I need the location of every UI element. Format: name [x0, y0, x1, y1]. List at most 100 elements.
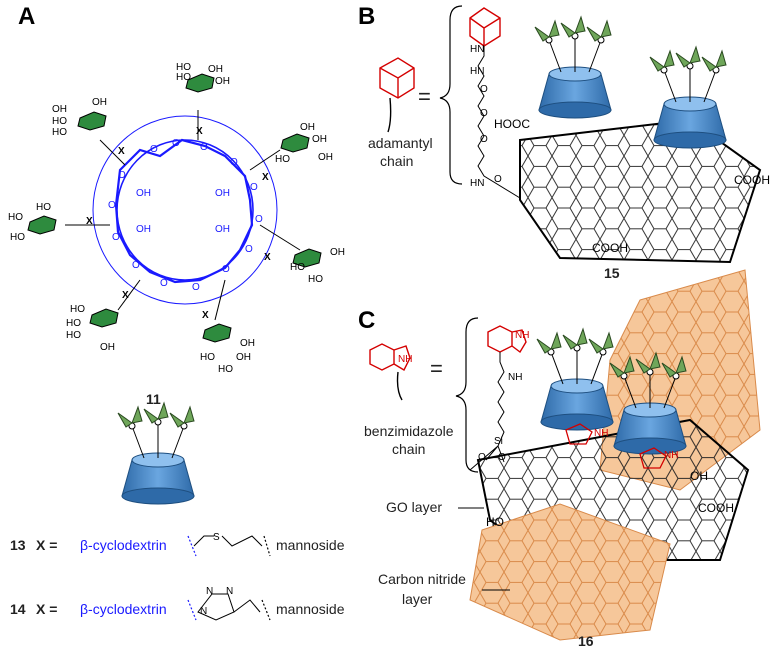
o-label: O — [478, 452, 486, 463]
svg-text:OH: OH — [318, 152, 333, 163]
mannose-unit — [202, 323, 232, 343]
o-label: O — [480, 84, 488, 95]
svg-text:OH: OH — [92, 97, 107, 108]
linker-x: X — [196, 126, 203, 137]
equals-sign: = — [430, 356, 443, 381]
svg-text:OH: OH — [52, 104, 67, 115]
svg-text:HO: HO — [36, 202, 51, 213]
cooh-group: COOH — [734, 173, 770, 187]
svg-text:OH: OH — [208, 64, 223, 75]
ho-group: HO — [486, 515, 504, 529]
linker-x: X — [118, 146, 125, 157]
si-label: Si — [494, 436, 503, 447]
svg-text:O: O — [222, 264, 230, 275]
svg-text:HO: HO — [176, 72, 191, 83]
svg-text:OH: OH — [312, 134, 327, 145]
compound-label-15: 15 — [604, 265, 620, 281]
cyclodextrin-text: β-cyclodextrin — [80, 601, 167, 617]
o-label: O — [480, 108, 488, 119]
svg-text:OH: OH — [136, 224, 151, 235]
carbon-nitride-label-line2: layer — [402, 591, 433, 607]
svg-text:O: O — [108, 200, 116, 211]
linker-x: X — [122, 290, 129, 301]
svg-text:HO: HO — [290, 262, 305, 273]
svg-text:O: O — [118, 170, 126, 181]
triazole-n: N — [226, 586, 233, 597]
svg-text:O: O — [160, 278, 168, 289]
linker-x: X — [264, 252, 271, 263]
svg-text:HO: HO — [52, 116, 67, 127]
nh-label: NH — [398, 354, 412, 365]
panel-letter-a: A — [18, 3, 35, 30]
panel-letter-c: C — [358, 307, 375, 334]
triazole-n: N — [200, 606, 207, 617]
svg-text:OH: OH — [215, 76, 230, 87]
svg-text:HO: HO — [218, 364, 233, 375]
carbon-nitride-label-line1: Carbon nitride — [378, 571, 466, 587]
triazole-n: N — [206, 586, 213, 597]
svg-text:HO: HO — [200, 352, 215, 363]
chain-label-line2: chain — [380, 153, 413, 169]
row-number: 13 — [10, 537, 26, 553]
panel-b: B = adamantyl chain HN HN O O O HN O HOO… — [358, 3, 770, 281]
svg-text:HO: HO — [275, 154, 290, 165]
svg-text:O: O — [150, 144, 158, 155]
brace — [439, 5, 463, 185]
compound-label-16: 16 — [578, 633, 594, 649]
svg-text:HO: HO — [52, 127, 67, 138]
benzimidazole-icon — [369, 343, 411, 401]
mannoside-text: mannoside — [276, 601, 345, 617]
panel-letter-b: B — [358, 3, 375, 30]
svg-text:O: O — [132, 260, 140, 271]
mannose-unit — [27, 215, 57, 235]
compound-label-11: 11 — [146, 391, 161, 407]
hooc-group: HOOC — [494, 117, 530, 131]
nh-label: HN — [470, 66, 484, 77]
cyclodextrin-cone-icon — [118, 403, 194, 504]
benzimidazole-chain: NH Si O O — [469, 325, 527, 471]
adamantane-icon — [379, 57, 415, 133]
mannose-unit — [280, 133, 310, 153]
linker-x: X — [262, 172, 269, 183]
linker-x-labels: X X X X X X X — [86, 126, 271, 321]
row-x-label: X = — [36, 537, 57, 553]
svg-text:HO: HO — [308, 274, 323, 285]
svg-text:OH: OH — [330, 247, 345, 258]
svg-text:O: O — [192, 282, 200, 293]
svg-text:OH: OH — [100, 342, 115, 353]
row-13: 13 X = β-cyclodextrin S mannoside — [10, 532, 345, 557]
nh-label: HN — [470, 44, 484, 55]
nh-label: HN — [470, 178, 484, 189]
nh-label: NH — [594, 428, 608, 439]
row-14: 14 X = β-cyclodextrin N N N mannoside — [10, 586, 345, 621]
svg-text:O: O — [200, 142, 208, 153]
svg-text:O: O — [250, 182, 258, 193]
svg-text:HO: HO — [66, 318, 81, 329]
nh-label: NH — [508, 372, 522, 383]
go-layer-label: GO layer — [386, 499, 442, 515]
svg-text:O: O — [112, 232, 120, 243]
mannose-unit — [89, 308, 119, 328]
svg-text:OH: OH — [215, 188, 230, 199]
svg-text:HO: HO — [8, 212, 23, 223]
svg-text:HO: HO — [176, 62, 191, 73]
chain-label-line1: adamantyl — [368, 135, 433, 151]
svg-text:HO: HO — [10, 232, 25, 243]
cooh-group: COOH — [592, 241, 628, 255]
svg-text:OH: OH — [236, 352, 251, 363]
linker-x: X — [202, 310, 209, 321]
imidazole-rings — [565, 423, 667, 469]
mannose-unit — [77, 111, 107, 131]
equals-sign: = — [418, 84, 431, 109]
o-label: O — [494, 174, 502, 185]
mannose-units — [65, 110, 301, 321]
oh-group: OH — [690, 469, 708, 483]
carbon-nitride-front-layer — [469, 503, 671, 641]
mannoside-text: mannoside — [276, 537, 345, 553]
svg-text:O: O — [230, 157, 238, 168]
cyclodextrin-cone-icon — [535, 17, 611, 118]
svg-text:HO: HO — [66, 330, 81, 341]
